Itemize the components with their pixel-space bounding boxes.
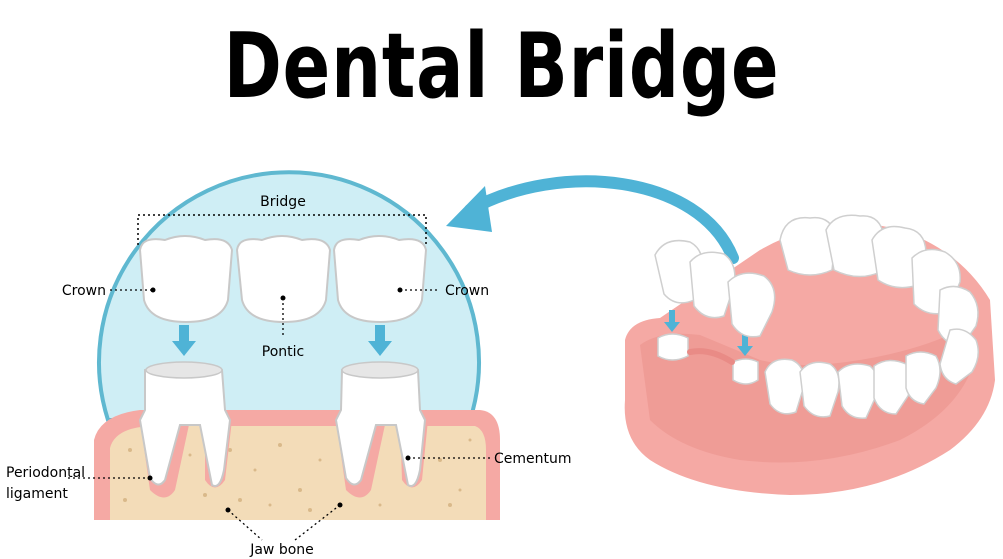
lower-jaw-illustration xyxy=(624,214,995,496)
abutment-tooth-left xyxy=(138,361,232,487)
leader-lines xyxy=(68,289,490,541)
label-bridge: Bridge xyxy=(260,194,306,210)
down-arrow-left-icon xyxy=(172,325,196,356)
jaw-arrows-icon xyxy=(664,310,753,356)
bridge-bracket xyxy=(137,214,427,245)
floating-bridge xyxy=(654,239,776,338)
label-crown-left: Crown xyxy=(62,283,106,299)
leader-dots xyxy=(147,287,411,513)
label-cementum: Cementum xyxy=(494,451,572,467)
curved-arrow-icon xyxy=(446,175,739,264)
label-pontic: Pontic xyxy=(262,344,304,360)
label-jaw-bone: Jaw bone xyxy=(249,542,314,558)
abutment-tooth-right xyxy=(334,361,427,487)
bridge-crowns xyxy=(138,235,428,324)
label-periodontal-line2: ligament xyxy=(6,486,68,502)
page-title: Dental Bridge xyxy=(223,14,780,119)
label-crown-right: Crown xyxy=(445,283,489,299)
down-arrow-right-icon xyxy=(368,325,392,356)
label-periodontal-line1: Periodontal xyxy=(6,465,85,481)
